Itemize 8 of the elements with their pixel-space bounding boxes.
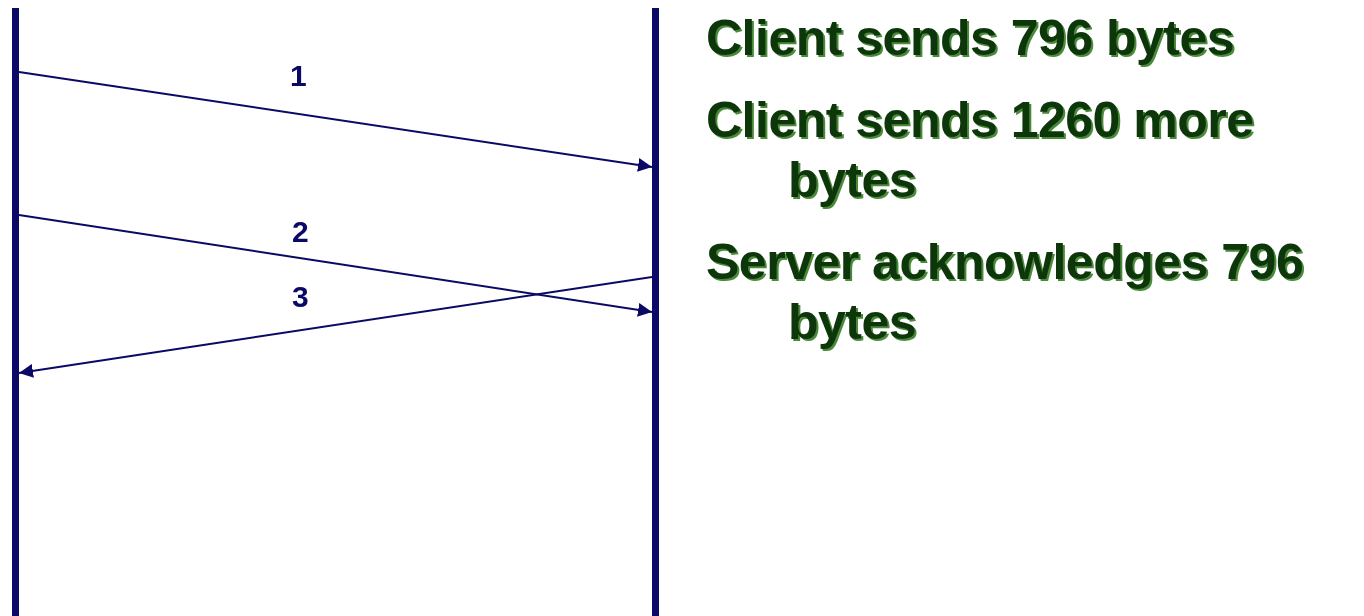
lifeline-bar <box>12 8 19 616</box>
note-text: Client sends 796 bytes <box>706 9 1236 68</box>
note-text: Client sends 1260 more bytes <box>706 91 1255 210</box>
arrow <box>18 214 653 317</box>
arrow <box>18 276 653 378</box>
arrow <box>18 71 653 172</box>
note-text: Server acknowledges 796 bytes <box>706 233 1305 352</box>
lifeline-bar <box>652 8 659 616</box>
